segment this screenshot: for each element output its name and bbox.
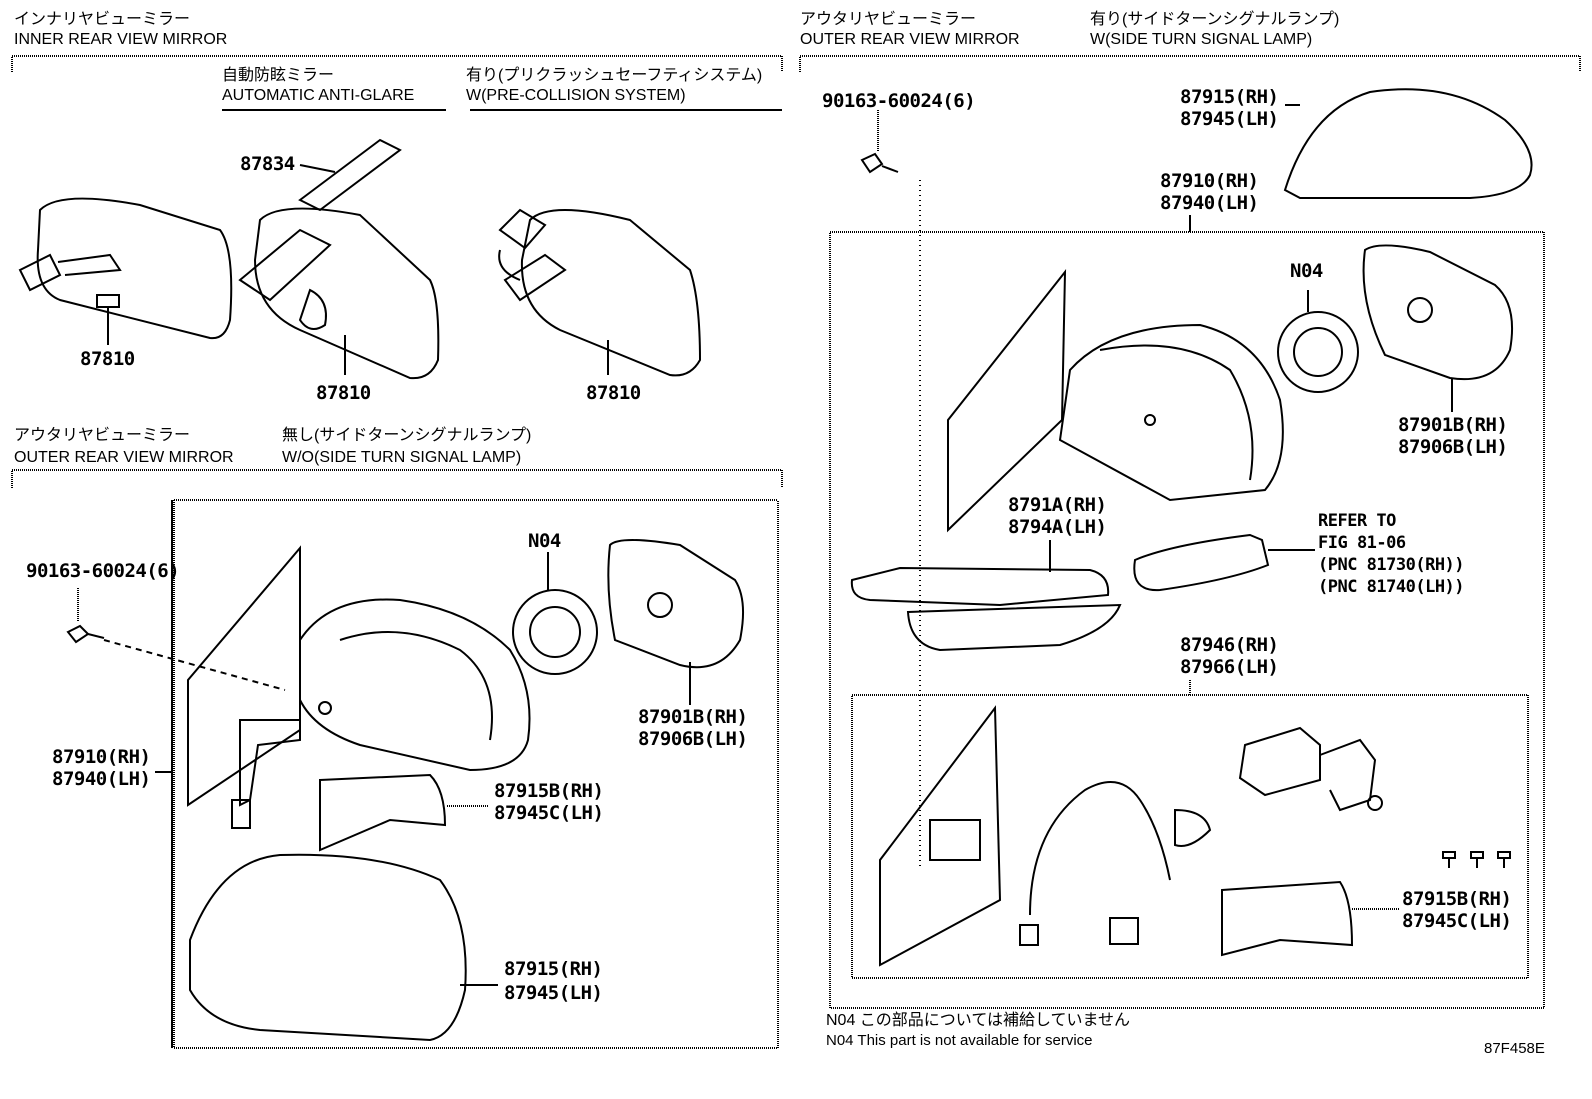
outer-w-actuator	[1277, 290, 1359, 393]
refer-line-1: REFER TO	[1318, 511, 1396, 531]
outer-w-subframe	[851, 680, 1529, 979]
outer-w-frame	[829, 215, 1545, 1009]
part-label-glass-lh-w[interactable]: 87906B(LH)	[1398, 436, 1508, 458]
part-label-cap-lh-w[interactable]: 87945(LH)	[1180, 108, 1279, 130]
outer-w-signal-lamp	[1133, 533, 1315, 592]
part-label-cover-lh-wo[interactable]: 87945C(LH)	[494, 802, 604, 824]
part-label-bezel-lh-w[interactable]: 8794A(LH)	[1008, 516, 1107, 538]
outer-wo-screw	[66, 588, 286, 691]
outer-wo-variant-en: W/O(SIDE TURN SIGNAL LAMP)	[282, 449, 522, 466]
section-bracket-outer-wo	[11, 469, 783, 488]
outer-w-glass	[1362, 244, 1514, 412]
outer-wo-title-en: OUTER REAR VIEW MIRROR	[14, 449, 234, 466]
part-label-n04-w[interactable]: N04	[1290, 260, 1323, 282]
part-label-cap-lh-wo[interactable]: 87945(LH)	[504, 982, 603, 1004]
part-label-glass-rh-wo[interactable]: 87901B(RH)	[638, 706, 748, 728]
outer-wo-cap	[189, 853, 498, 1042]
inner-title-en: INNER REAR VIEW MIRROR	[14, 31, 228, 48]
part-label-cover-rh-w[interactable]: 87915B(RH)	[1402, 888, 1512, 910]
variant-auto-en: AUTOMATIC ANTI-GLARE	[222, 87, 415, 104]
outer-wo-cover	[319, 773, 488, 852]
refer-line-2[interactable]: FIG 81-06	[1318, 533, 1406, 553]
outer-wo-variant-jp: 無し(サイドターンシグナルランプ)	[282, 427, 532, 444]
part-label-87810-a[interactable]: 87810	[80, 348, 135, 370]
part-label-cover-lh-w[interactable]: 87945C(LH)	[1402, 910, 1512, 932]
inner-mirror-2	[238, 138, 440, 380]
part-label-glass-rh-w[interactable]: 87901B(RH)	[1398, 414, 1508, 436]
inner-mirror-1	[18, 197, 233, 345]
outer-w-cap-top	[1283, 88, 1533, 199]
variant-pcs-en: W(PRE-COLLISION SYSTEM)	[466, 87, 686, 104]
outer-w-harness	[1019, 781, 1212, 946]
outer-w-title-en: OUTER REAR VIEW MIRROR	[800, 31, 1020, 48]
part-label-cover-rh-wo[interactable]: 87915B(RH)	[494, 780, 604, 802]
part-label-assy-rh-w[interactable]: 87910(RH)	[1160, 170, 1259, 192]
outer-w-housing	[1058, 323, 1284, 502]
part-label-87810-c[interactable]: 87810	[586, 382, 641, 404]
outer-w-sub-base	[879, 705, 1002, 967]
part-label-sub-lh-w[interactable]: 87966(LH)	[1180, 656, 1279, 678]
outer-w-screws-3	[1442, 851, 1511, 868]
figure-id: 87F458E	[1484, 1040, 1545, 1057]
outer-wo-frame	[171, 499, 779, 1049]
outer-w-screw	[860, 110, 921, 870]
part-label-assy-lh-w[interactable]: 87940(LH)	[1160, 192, 1259, 214]
outer-wo-housing	[299, 598, 531, 772]
part-label-assy-rh-wo[interactable]: 87910(RH)	[52, 746, 151, 768]
outer-w-bezel	[850, 540, 1122, 652]
note-n04-jp: N04 この部品については補給していません	[826, 1012, 1131, 1029]
outer-w-variant-jp: 有り(サイドターンシグナルランプ)	[1090, 11, 1340, 28]
section-bracket-inner	[11, 55, 783, 72]
variant-pcs-jp: 有り(プリクラッシュセーフティシステム)	[466, 67, 763, 84]
outer-w-title-jp: アウタリヤビューミラー	[800, 11, 977, 28]
part-label-sub-rh-w[interactable]: 87946(RH)	[1180, 634, 1279, 656]
part-label-n04-wo[interactable]: N04	[528, 530, 561, 552]
variant-auto-jp: 自動防眩ミラー	[222, 67, 335, 84]
part-label-87834[interactable]: 87834	[240, 153, 295, 175]
refer-line-4[interactable]: (PNC 81740(LH))	[1318, 577, 1465, 597]
refer-line-3[interactable]: (PNC 81730(RH))	[1318, 555, 1465, 575]
part-label-screw-wo[interactable]: 90163-60024(6)	[26, 560, 180, 582]
part-label-assy-lh-wo[interactable]: 87940(LH)	[52, 768, 151, 790]
part-label-screw-w[interactable]: 90163-60024(6)	[822, 90, 976, 112]
inner-title-jp: インナリヤビューミラー	[14, 11, 191, 28]
outer-wo-mirror-base	[187, 545, 301, 829]
part-label-cap-rh-wo[interactable]: 87915(RH)	[504, 958, 603, 980]
note-n04-en: N04 This part is not available for servi…	[826, 1032, 1093, 1049]
outer-w-motor	[1238, 726, 1383, 812]
outer-wo-title-jp: アウタリヤビューミラー	[14, 427, 191, 444]
part-label-glass-lh-wo[interactable]: 87906B(LH)	[638, 728, 748, 750]
outer-w-mirror-base	[947, 269, 1067, 533]
part-label-cap-rh-w[interactable]: 87915(RH)	[1180, 86, 1279, 108]
outer-w-variant-en: W(SIDE TURN SIGNAL LAMP)	[1090, 31, 1313, 48]
part-label-bezel-rh-w[interactable]: 8791A(RH)	[1008, 494, 1107, 516]
outer-wo-actuator	[512, 552, 598, 675]
outer-w-cover	[1221, 880, 1400, 957]
inner-mirror-3	[498, 208, 702, 377]
section-bracket-outer-w	[799, 55, 1581, 72]
outer-wo-glass	[607, 539, 745, 705]
part-label-87810-b[interactable]: 87810	[316, 382, 371, 404]
